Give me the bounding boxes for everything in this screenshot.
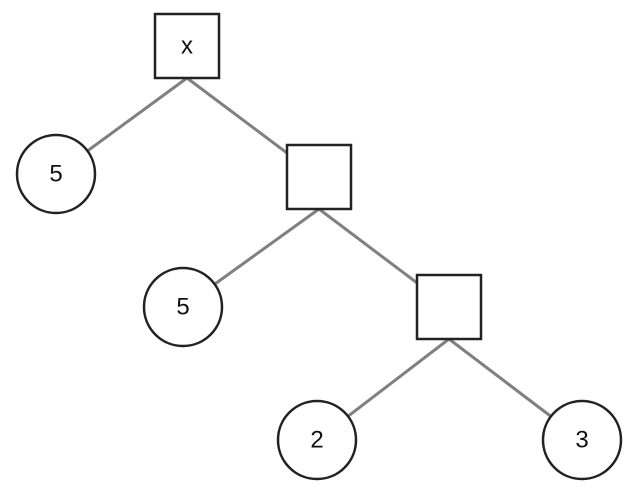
node-leaf-2: 2 [276, 399, 358, 481]
node-label: 2 [310, 427, 323, 454]
circle-node-shape [541, 399, 623, 481]
node-label: 5 [176, 294, 189, 321]
node-mid [285, 143, 353, 211]
circle-node-shape [142, 266, 224, 348]
node-root: x [153, 12, 221, 80]
node-lower [415, 273, 483, 341]
node-leaf-left-1: 5 [15, 133, 97, 215]
node-label: 3 [575, 427, 588, 454]
node-label: x [181, 33, 193, 60]
circle-node-shape [276, 399, 358, 481]
square-node-shape [285, 143, 353, 211]
circle-node-shape [15, 133, 97, 215]
square-node-shape [153, 12, 221, 80]
node-leaf-3: 3 [541, 399, 623, 481]
node-leaf-left-2: 5 [142, 266, 224, 348]
nodes-layer: x 5 5 2 3 [15, 12, 623, 481]
square-node-shape [415, 273, 483, 341]
edges-layer [55, 76, 583, 442]
node-label: 5 [49, 161, 62, 188]
